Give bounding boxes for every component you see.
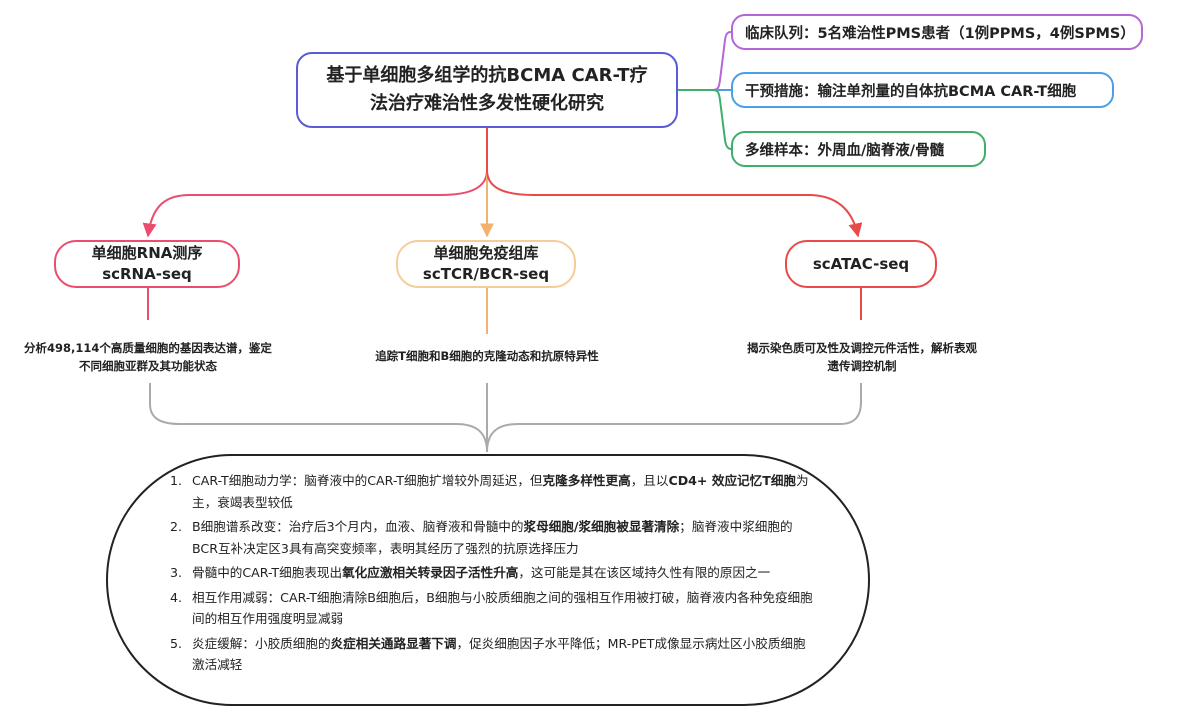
finding-text: 炎症缓解：小胶质细胞的: [192, 635, 331, 651]
method-title: scATAC-seq: [812, 254, 910, 273]
method-subtitle: scRNA-seq: [102, 265, 192, 283]
central-topic[interactable]: 基于单细胞多组学的抗BCMA CAR-T疗 法治疗难治性多发性硬化研究: [296, 52, 678, 128]
finding-text: 为主，衰竭表型较低: [192, 473, 809, 510]
merge-brace: [149, 383, 862, 453]
finding-text: 骨髓中的CAR-T细胞表现出: [192, 565, 343, 580]
method-description-atac: 揭示染色质可及性及调控元件活性，解析表观 遗传调控机制: [712, 339, 1012, 375]
info-box-clinical-cohort[interactable]: 临床队列：5名难治性PMS患者（1例PPMS，4例SPMS）: [731, 14, 1143, 50]
finding-item: 4. 相互作用减弱：CAR-T细胞清除B细胞后，B细胞与小胶质细胞之间的强相互作用…: [170, 587, 818, 630]
finding-item: 2. B细胞谱系改变：治疗后3个月内，血液、脑脊液和骨髓中的浆母细胞/浆细胞被显著…: [170, 516, 818, 559]
info-box-intervention[interactable]: 干预措施：输注单剂量的自体抗BCMA CAR-T细胞: [731, 72, 1114, 108]
method-box-sctcr-bcr-seq[interactable]: 单细胞免疫组库 scTCR/BCR-seq: [396, 240, 576, 288]
method-title: 单细胞RNA测序: [91, 244, 203, 262]
description-line: 遗传调控机制: [827, 359, 897, 373]
finding-text: B细胞谱系改变：治疗后3个月内，血液、脑脊液和骨髓中的: [192, 519, 524, 534]
finding-text: ；脑脊液中浆细胞的BCR互补决定区3具有高突变频率，表明其经历了强烈的抗原选择压…: [192, 519, 793, 556]
finding-number: 2.: [170, 519, 183, 534]
finding-number: 4.: [170, 589, 183, 605]
finding-number: 1.: [170, 473, 183, 488]
method-description-scrna: 分析498,114个高质量细胞的基因表达谱，鉴定 不同细胞亚群及其功能状态: [0, 339, 296, 375]
connector-method-3: [486, 128, 863, 238]
findings-summary-box: [106, 454, 870, 706]
finding-number: 5.: [170, 635, 183, 651]
finding-highlight: 克隆多样性更高: [542, 473, 631, 488]
finding-text: ，这可能是其在该区域持久性有限的原因之一: [518, 565, 771, 580]
description-line: 分析498,114个高质量细胞的基因表达谱，鉴定: [24, 341, 272, 355]
method-box-scrna-seq[interactable]: 单细胞RNA测序 scRNA-seq: [54, 240, 240, 288]
info-text: 多维样本：外周血/脑脊液/骨髓: [745, 142, 945, 159]
finding-number: 3.: [170, 565, 183, 580]
finding-text: 相互作用减弱：CAR-T细胞清除B细胞后，B细胞与小胶质细胞之间的强相互作用被打…: [192, 589, 813, 627]
description-line: 不同细胞亚群及其功能状态: [79, 359, 217, 373]
finding-highlight: 氧化应激相关转录因子活性升高: [342, 565, 519, 580]
info-text: 干预措施：输注单剂量的自体抗BCMA CAR-T细胞: [745, 83, 1077, 100]
method-title: 单细胞免疫组库: [433, 244, 539, 262]
connector-info-1: [678, 31, 732, 91]
central-topic-line1: 基于单细胞多组学的抗BCMA CAR-T疗: [326, 65, 648, 86]
findings-list: 1. CAR-T细胞动力学：脑脊液中的CAR-T细胞扩增较外周延迟，但克隆多样性更…: [170, 470, 818, 679]
description-line: 追踪T细胞和B细胞的克隆动态和抗原特异性: [375, 349, 599, 363]
finding-text: CAR-T细胞动力学：脑脊液中的CAR-T细胞扩增较外周延迟，但: [192, 473, 543, 488]
description-line: 揭示染色质可及性及调控元件活性，解析表观: [747, 341, 977, 355]
finding-item: 5. 炎症缓解：小胶质细胞的炎症相关通路显著下调，促炎细胞因子水平降低；MR-PE…: [170, 633, 818, 676]
finding-text: ，且以: [630, 473, 669, 488]
finding-highlight: 炎症相关通路显著下调: [330, 635, 457, 651]
info-text: 临床队列：5名难治性PMS患者（1例PPMS，4例SPMS）: [745, 25, 1135, 42]
connector-info-3: [678, 89, 732, 150]
method-description-tcr-bcr: 追踪T细胞和B细胞的克隆动态和抗原特异性: [330, 347, 644, 365]
method-box-scatac-seq[interactable]: scATAC-seq: [785, 240, 937, 288]
info-box-samples[interactable]: 多维样本：外周血/脑脊液/骨髓: [731, 131, 986, 167]
finding-highlight: 浆母细胞/浆细胞被显著清除: [523, 519, 680, 534]
method-subtitle: scTCR/BCR-seq: [422, 265, 550, 283]
connector-method-1: [142, 128, 488, 238]
central-topic-line2: 法治疗难治性多发性硬化研究: [370, 93, 604, 114]
finding-highlight: CD4+ 效应记忆T细胞: [668, 473, 797, 488]
finding-text: ，促炎细胞因子水平降低；MR-PET成像显示病灶区小胶质细胞激活减轻: [192, 635, 806, 673]
finding-item: 3. 骨髓中的CAR-T细胞表现出氧化应激相关转录因子活性升高，这可能是其在该区域…: [170, 562, 818, 584]
finding-item: 1. CAR-T细胞动力学：脑脊液中的CAR-T细胞扩增较外周延迟，但克隆多样性更…: [170, 470, 818, 513]
